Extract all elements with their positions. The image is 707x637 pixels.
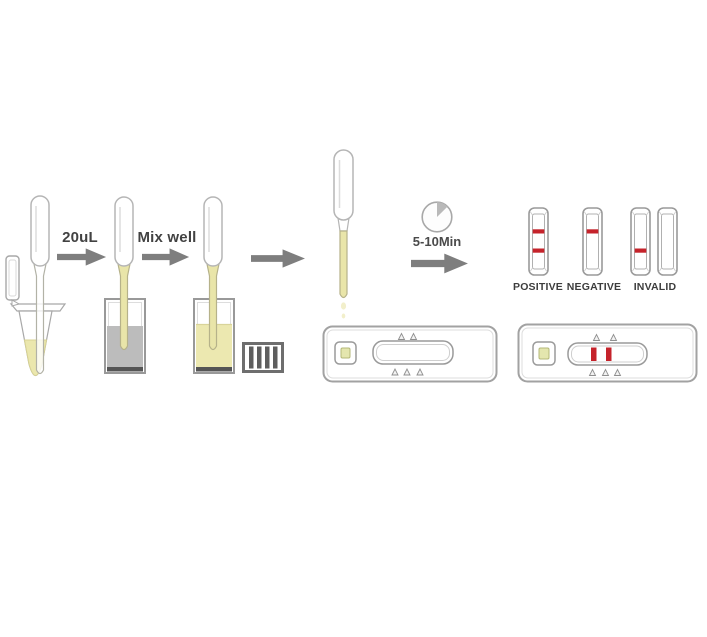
invalid-strip-2 — [657, 207, 678, 276]
dropper-bulb — [333, 149, 354, 221]
sample-drop — [340, 302, 347, 310]
positive-label: POSITIVE — [512, 281, 564, 293]
sample-well-pad — [340, 347, 351, 359]
test-cassette-blank — [322, 325, 498, 383]
sample-well-pad — [538, 347, 550, 360]
invalid-strip-1 — [630, 207, 651, 276]
test-line — [532, 248, 545, 253]
arrow-right-icon — [57, 248, 107, 266]
control-line — [532, 229, 545, 234]
dropper-stem — [33, 263, 47, 375]
positive-strip — [528, 207, 549, 276]
index-marks — [588, 333, 622, 376]
arrow-right-icon — [411, 253, 468, 274]
volume-label: 20uL — [62, 229, 98, 246]
cup-base — [196, 367, 232, 372]
arrow-right-icon — [142, 248, 190, 266]
negative-strip — [582, 207, 603, 276]
dropper-in-buffer-cup — [104, 196, 146, 374]
dropper-stem — [339, 230, 348, 299]
timer-icon — [421, 201, 453, 233]
sample-tube-with-dropper — [5, 195, 67, 377]
mix-label: Mix well — [137, 229, 197, 246]
dropper-bulb — [30, 195, 50, 267]
index-marks — [391, 332, 424, 376]
negative-label: NEGATIVE — [566, 281, 622, 293]
cap-hinge — [11, 299, 21, 307]
cup-base — [107, 367, 143, 372]
tube-cap — [5, 255, 20, 301]
wait-time-label: 5-10Min — [412, 234, 462, 249]
sample-drop — [341, 313, 346, 319]
dropper-bulb — [114, 196, 134, 267]
control-line — [586, 229, 599, 234]
dropper-stem — [117, 263, 131, 351]
test-line — [634, 248, 647, 253]
test-cassette-positive — [517, 323, 698, 383]
test-strip-pack-icon — [242, 342, 284, 373]
dropper-bulb — [203, 196, 223, 267]
arrow-right-icon — [251, 249, 305, 268]
dropper-in-mixed-cup — [193, 196, 235, 374]
test-line — [591, 347, 597, 361]
control-line — [606, 347, 612, 361]
invalid-label: INVALID — [633, 281, 677, 293]
dropper-stem — [206, 263, 220, 351]
dispensing-dropper — [333, 149, 354, 319]
